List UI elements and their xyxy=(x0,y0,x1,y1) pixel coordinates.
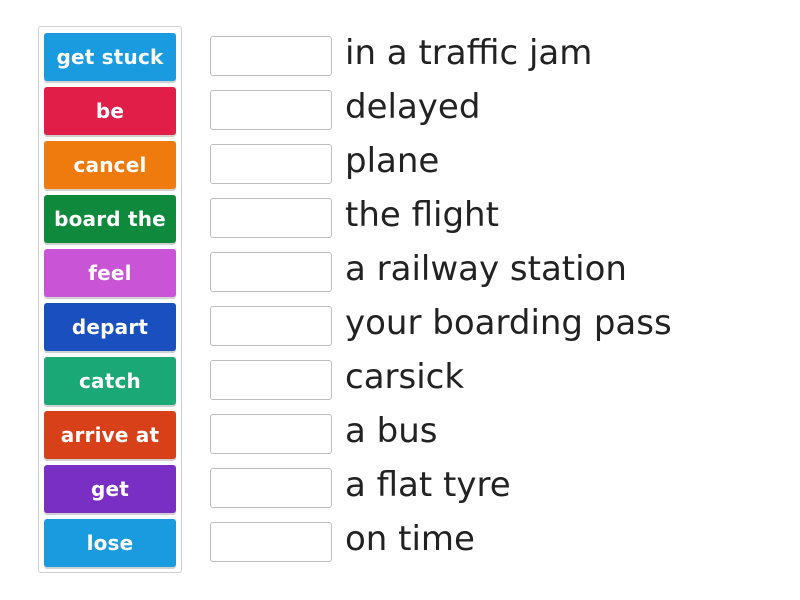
phrase-2: delayed xyxy=(345,87,481,127)
phrase-9: a flat tyre xyxy=(345,465,511,505)
phrase-1: in a traffic jam xyxy=(345,33,593,73)
phrase-3: plane xyxy=(345,141,440,181)
tile-lose[interactable]: lose xyxy=(44,519,176,567)
tile-cancel[interactable]: cancel xyxy=(44,141,176,189)
drop-slot-9[interactable] xyxy=(210,468,332,508)
drop-slot-5[interactable] xyxy=(210,252,332,292)
drop-slot-1[interactable] xyxy=(210,36,332,76)
tile-catch[interactable]: catch xyxy=(44,357,176,405)
phrase-5: a railway station xyxy=(345,249,627,289)
phrase-8: a bus xyxy=(345,411,438,451)
tile-arrive-at[interactable]: arrive at xyxy=(44,411,176,459)
tile-get[interactable]: get xyxy=(44,465,176,513)
drop-slot-7[interactable] xyxy=(210,360,332,400)
phrase-7: carsick xyxy=(345,357,465,397)
drop-slot-2[interactable] xyxy=(210,90,332,130)
tile-be[interactable]: be xyxy=(44,87,176,135)
tile-depart[interactable]: depart xyxy=(44,303,176,351)
phrase-10: on time xyxy=(345,519,475,559)
drop-slot-8[interactable] xyxy=(210,414,332,454)
drop-slot-4[interactable] xyxy=(210,198,332,238)
word-bank: get stuck be cancel board the feel depar… xyxy=(38,26,182,573)
phrase-4: the flight xyxy=(345,195,499,235)
drop-slot-3[interactable] xyxy=(210,144,332,184)
tile-board-the[interactable]: board the xyxy=(44,195,176,243)
tile-get-stuck[interactable]: get stuck xyxy=(44,33,176,81)
drop-slot-10[interactable] xyxy=(210,522,332,562)
drop-slot-6[interactable] xyxy=(210,306,332,346)
phrase-6: your boarding pass xyxy=(345,303,672,343)
tile-feel[interactable]: feel xyxy=(44,249,176,297)
